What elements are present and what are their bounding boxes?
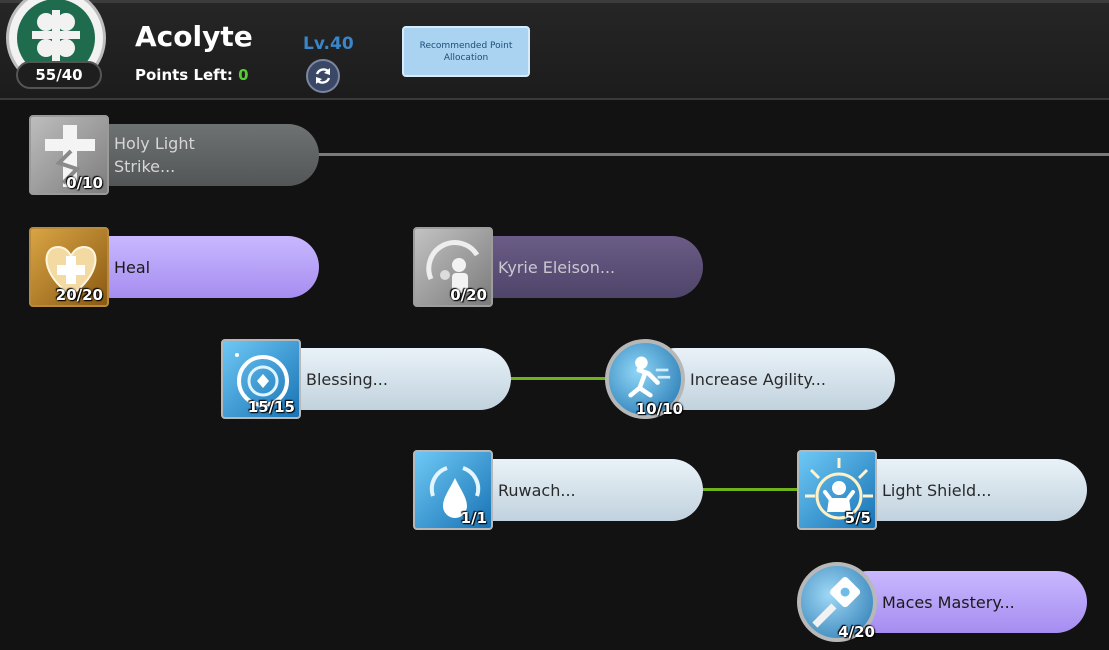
running-figure-icon: 10/10 — [605, 339, 685, 419]
skill-name: Blessing... — [306, 369, 388, 389]
points-left-label: Points Left: — [135, 66, 233, 84]
skill-light-shield[interactable]: Light Shield... 5/5 — [797, 450, 1087, 530]
skill-name: Heal — [114, 257, 151, 277]
connector-line — [505, 377, 610, 380]
points-left-value: 0 — [238, 66, 249, 84]
refresh-icon — [315, 68, 331, 84]
skill-kyrie-eleison[interactable]: Kyrie Eleison... 0/20 — [413, 227, 703, 307]
skill-level: 5/5 — [844, 509, 871, 527]
mace-icon: 4/20 — [797, 562, 877, 642]
holy-cross-icon: 0/10 — [29, 115, 109, 195]
skill-maces-mastery[interactable]: Maces Mastery... 4/20 — [797, 562, 1087, 642]
skill-name: Kyrie Eleison... — [498, 257, 616, 277]
skill-level: 4/20 — [838, 623, 875, 641]
skill-name: Holy Light Strike... — [114, 134, 195, 176]
skill-blessing[interactable]: Blessing... 15/15 — [221, 339, 511, 419]
points-left: Points Left: 0 — [135, 66, 249, 84]
skill-level: 20/20 — [55, 286, 103, 304]
skill-level: 15/15 — [247, 398, 295, 416]
recommended-allocation-button[interactable]: Recommended Point Allocation — [402, 26, 530, 77]
top-divider — [0, 0, 1109, 3]
skill-name: Light Shield... — [882, 480, 992, 500]
water-drop-icon: 1/1 — [413, 450, 493, 530]
class-title: Acolyte — [135, 20, 253, 53]
skill-points-badge: 55/40 — [16, 61, 102, 89]
skill-heal[interactable]: Heal 20/20 — [29, 227, 319, 307]
shield-figure-icon: 0/20 — [413, 227, 493, 307]
blessing-halo-icon: 15/15 — [221, 339, 301, 419]
radiant-figure-icon: 5/5 — [797, 450, 877, 530]
class-emblem-icon — [6, 0, 106, 88]
connector-line — [310, 153, 1109, 156]
job-level: Lv.40 — [303, 34, 354, 54]
skill-level: 1/1 — [460, 509, 487, 527]
heart-cross-icon: 20/20 — [29, 227, 109, 307]
skill-name: Maces Mastery... — [882, 592, 1015, 612]
skill-name: Ruwach... — [498, 480, 576, 500]
skill-level: 0/10 — [66, 174, 103, 192]
skill-level: 10/10 — [635, 400, 683, 418]
header-bar: 55/40 Acolyte Points Left: 0 Lv.40 Recom… — [0, 0, 1109, 100]
skill-increase-agility[interactable]: Increase Agility... 10/10 — [605, 339, 895, 419]
skill-name: Increase Agility... — [690, 369, 826, 389]
skill-ruwach[interactable]: Ruwach... 1/1 — [413, 450, 703, 530]
skill-holy-light-strike[interactable]: Holy Light Strike... 0/10 — [29, 115, 319, 195]
reset-points-button[interactable] — [306, 59, 340, 93]
skill-level: 0/20 — [450, 286, 487, 304]
connector-line — [698, 488, 800, 491]
